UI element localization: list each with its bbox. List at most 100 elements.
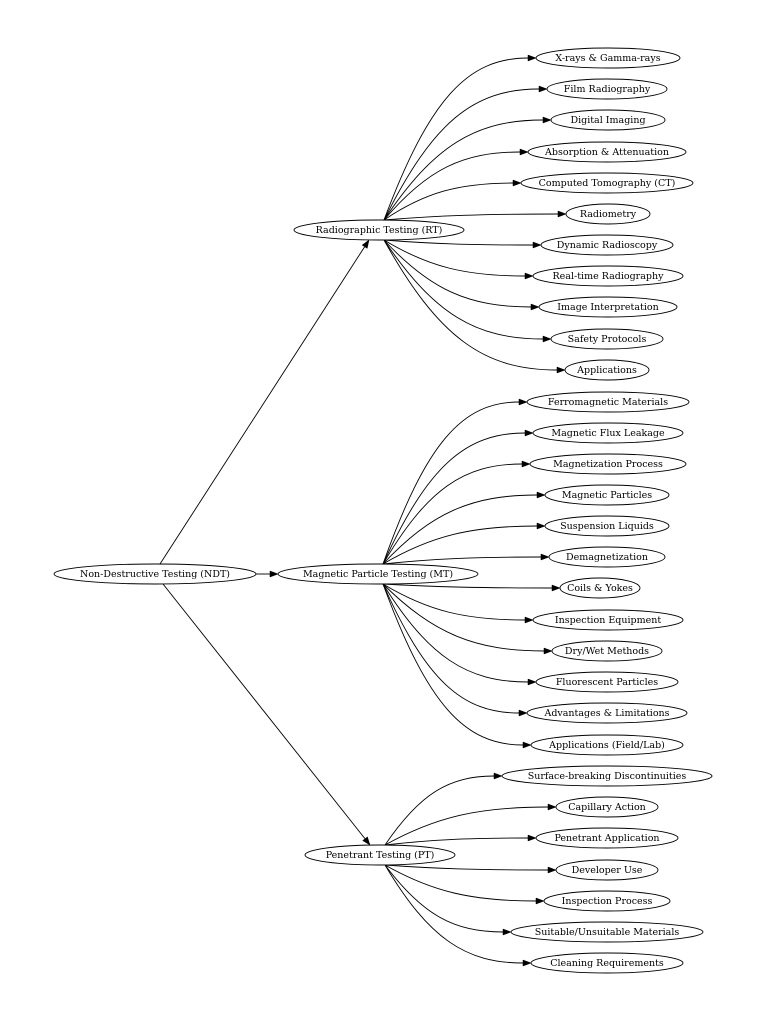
node-coils-yokes: Coils & Yokes <box>559 577 641 599</box>
node-shape <box>540 234 674 256</box>
edge-dry-wet-methods <box>382 583 553 655</box>
node-shape <box>559 577 641 599</box>
node-film-radiography: Film Radiography <box>546 78 668 100</box>
node-developer-use: Developer Use <box>555 859 659 881</box>
edge-arrowhead <box>518 709 528 717</box>
node-label: Magnetization Process <box>553 459 663 470</box>
node-label: Surface-breaking Discontinuities <box>528 771 687 782</box>
edges <box>159 54 567 967</box>
edge-line <box>383 239 526 277</box>
edge-arrowhead <box>522 741 532 749</box>
node-applications: Applications <box>564 359 650 381</box>
edge-coils-yokes <box>382 583 561 592</box>
edge-arrowhead <box>502 928 512 936</box>
edge-computed-tomography-ct <box>383 179 522 221</box>
node-label: Radiographic Testing (RT) <box>316 225 443 236</box>
edge-line <box>383 239 532 308</box>
node-radiometry: Radiometry <box>565 203 651 225</box>
edge-line <box>382 583 524 746</box>
node-applications-field-lab: Applications (Field/Lab) <box>530 734 684 756</box>
edge-cleaning-requirements <box>384 864 532 967</box>
node-suitable-unsuitable-materials: Suitable/Unsuitable Materials <box>510 921 704 943</box>
edge-arrowhead <box>532 241 542 249</box>
edge-arrowhead <box>557 210 567 218</box>
node-shape <box>532 609 684 631</box>
edge-line <box>382 494 538 565</box>
node-shape <box>520 172 694 194</box>
edge-line <box>162 583 366 840</box>
node-real-time-radiography: Real-time Radiography <box>532 265 684 287</box>
edge-line <box>382 583 520 714</box>
edge-suspension-liquids <box>382 522 546 565</box>
node-capillary-action: Capillary Action <box>555 796 659 818</box>
edge-line <box>384 864 549 871</box>
edge-arrowhead <box>542 116 552 124</box>
node-label: Magnetic Particles <box>562 490 652 501</box>
node-magnetization-process: Magnetization Process <box>529 453 687 475</box>
edge-arrowhead <box>530 303 540 311</box>
node-ferromagnetic-materials: Ferromagnetic Materials <box>526 391 690 413</box>
edge-suitable-unsuitable-materials <box>384 864 512 936</box>
node-shape <box>555 859 659 881</box>
nodes: Non-Destructive Testing (NDT) Radiographi… <box>53 47 713 974</box>
edge-arrowhead <box>524 272 534 280</box>
node-radiographic-testing-rt: Radiographic Testing (RT) <box>293 219 465 241</box>
edge-arrowhead <box>519 148 529 156</box>
node-shape <box>535 47 681 69</box>
node-label: Ferromagnetic Materials <box>548 397 668 408</box>
edge-inspection-equipment <box>382 583 534 624</box>
edge-radiographic-testing-rt <box>159 239 370 565</box>
node-shape <box>544 484 670 506</box>
node-label: Computed Tomography (CT) <box>539 178 676 189</box>
edge-magnetization-process <box>382 460 531 565</box>
edge-ferromagnetic-materials <box>382 398 528 565</box>
edge-arrowhead <box>522 959 532 967</box>
node-shape <box>532 422 684 444</box>
edge-line <box>383 119 544 221</box>
edge-arrowhead <box>512 179 522 187</box>
edge-penetrant-testing-pt <box>162 583 371 846</box>
edge-radiometry <box>383 210 567 221</box>
edge-magnetic-particles <box>382 491 546 565</box>
node-label: X-rays & Gamma-rays <box>555 53 660 64</box>
node-label: Magnetic Particle Testing (MT) <box>303 569 453 580</box>
node-shape <box>530 734 684 756</box>
edge-line <box>384 806 549 846</box>
node-label: Developer Use <box>572 865 643 876</box>
node-shape <box>530 952 684 974</box>
node-shape <box>535 671 679 693</box>
node-shape <box>53 563 257 585</box>
node-label: Coils & Yokes <box>567 583 633 594</box>
node-label: Fluorescent Particles <box>556 677 658 688</box>
node-label: Demagnetization <box>566 552 648 563</box>
node-label: Cleaning Requirements <box>550 958 664 969</box>
edge-advantages-limitations <box>382 583 528 717</box>
edge-arrowhead <box>547 866 557 874</box>
node-label: Penetrant Testing (PT) <box>326 850 435 861</box>
edge-arrowhead <box>521 460 531 468</box>
node-x-rays-gamma-rays: X-rays & Gamma-rays <box>535 47 681 69</box>
node-shape <box>546 78 668 100</box>
edge-applications <box>383 239 566 374</box>
edge-line <box>384 864 537 902</box>
edge-safety-protocols <box>383 239 552 343</box>
edge-x-rays-gamma-rays <box>383 54 537 221</box>
edge-arrowhead <box>543 647 553 655</box>
edge-fluorescent-particles <box>382 583 537 686</box>
edge-real-time-radiography <box>383 239 534 280</box>
edge-arrowhead <box>542 335 552 343</box>
node-label: Applications <box>576 365 637 376</box>
node-magnetic-flux-leakage: Magnetic Flux Leakage <box>532 422 684 444</box>
edge-digital-imaging <box>383 116 552 221</box>
node-penetrant-testing-pt: Penetrant Testing (PT) <box>304 844 456 866</box>
edge-demagnetization <box>382 553 550 565</box>
node-non-destructive-testing-ndt: Non-Destructive Testing (NDT) <box>53 563 257 585</box>
edge-line <box>384 837 529 846</box>
node-inspection-process: Inspection Process <box>543 890 671 912</box>
node-label: Non-Destructive Testing (NDT) <box>80 569 230 580</box>
node-shape <box>551 640 663 662</box>
edge-arrowhead <box>361 239 370 249</box>
edge-absorption-attenuation <box>383 148 529 221</box>
node-label: Suspension Liquids <box>560 521 654 532</box>
